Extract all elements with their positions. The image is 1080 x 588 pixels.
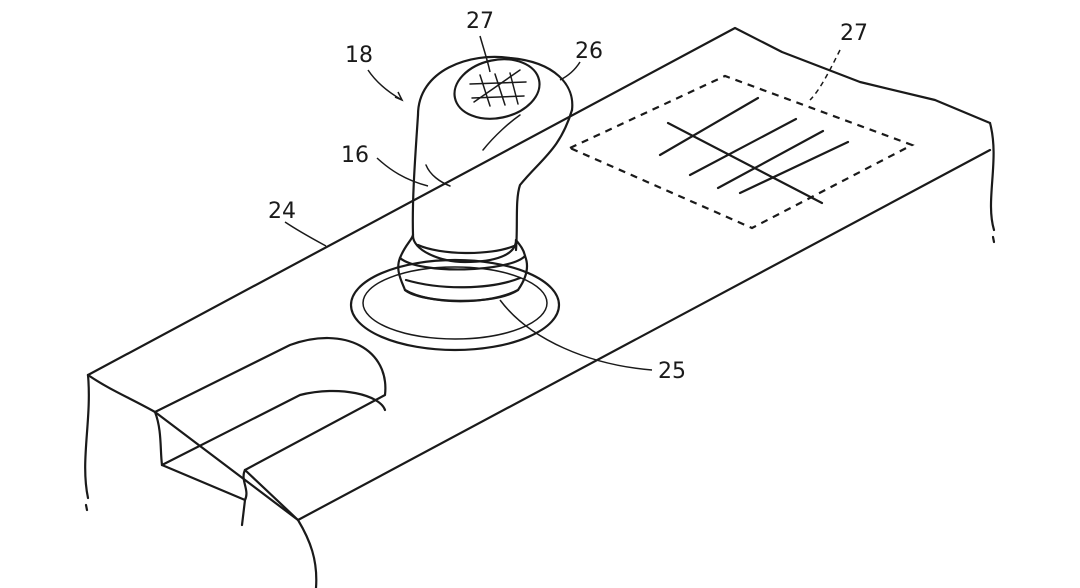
panel-shift-pattern — [567, 74, 915, 230]
leader-lines — [284, 35, 841, 371]
cup-holder-recess — [153, 336, 387, 527]
knob-head — [416, 55, 574, 187]
shift-lever — [398, 108, 574, 264]
label-knob-head: 26 — [575, 39, 603, 64]
reference-labels: 18 27 26 16 24 25 27 — [268, 9, 868, 384]
label-panel-marking: 27 — [840, 21, 868, 46]
label-knob-top-marking: 27 — [466, 9, 494, 34]
console-panel — [84, 26, 996, 588]
knob-shift-pattern — [469, 69, 527, 107]
label-shift-lever: 16 — [341, 143, 369, 168]
label-boot-base: 25 — [658, 359, 686, 384]
label-assembly: 18 — [345, 43, 373, 68]
boot-base — [349, 254, 561, 352]
label-console-panel: 24 — [268, 199, 296, 224]
